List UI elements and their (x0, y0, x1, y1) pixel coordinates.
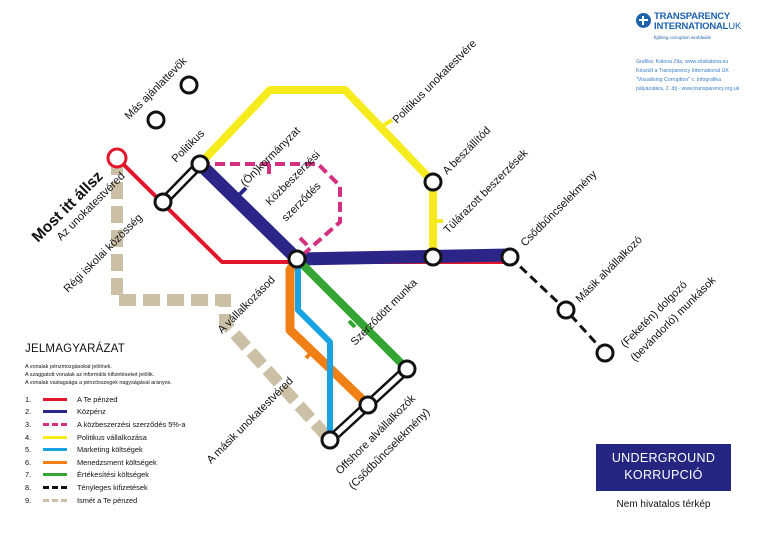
legend-item-number: 4. (25, 432, 32, 442)
legend-item-label: Ismét a Te pénzed (77, 495, 138, 505)
line-politikus-vallalkozasa (197, 86, 437, 257)
legend-item-number: 7. (25, 470, 32, 480)
legend-item: 3. A közbeszerzési szerződés 5%-a (25, 418, 235, 431)
legend-item: 1. A Te pénzed (25, 393, 235, 406)
legend-item-label: A közbeszerzési szerződés 5%-a (77, 419, 186, 429)
station-politikus (190, 154, 210, 174)
legend-item-number: 6. (25, 457, 32, 467)
title-line-1: UNDERGROUND (611, 451, 716, 465)
line-ertekesitesi-koltsegek (296, 258, 410, 372)
credits: Grafika: Katona Zita, www.zitakatona.eu … (636, 58, 754, 94)
legend-item-number: 1. (25, 394, 32, 404)
legend-item-label: Közpénz (77, 407, 106, 417)
legend-item-number: 5. (25, 445, 32, 455)
label-politikus-unokatestvere: Politikus unokatestvére (391, 38, 479, 126)
station-a-masik-unokatestvered (320, 430, 340, 450)
station-a-vallalkozasod (287, 249, 307, 269)
line-marketing-koltsegek (295, 261, 333, 440)
legend-item-label: Menedzsment költségek (77, 457, 157, 467)
station-a-beszallitod (423, 172, 443, 192)
legend-item-number: 8. (25, 482, 32, 492)
title-box: UNDERGROUND KORRUPCIÓ (596, 444, 731, 491)
credits-line: Készült a Transparency International UK (636, 68, 729, 74)
orange-tick-1 (304, 349, 315, 360)
station-mas-ajanlattevok-2 (146, 110, 166, 130)
yellow-tick-1 (379, 118, 394, 129)
logo-suffix: UK (728, 21, 742, 32)
logo-line-2: INTERNATIONAL (654, 21, 729, 32)
legend-swatch (43, 498, 67, 502)
legend-item-label: A Te pénzed (77, 394, 118, 404)
station-masik-alvallalkozo (556, 300, 576, 320)
legend-swatch (43, 485, 67, 489)
line-tenyleges-kifizetesek (508, 255, 607, 355)
legend-item-number: 3. (25, 419, 32, 429)
label-masik-alvallalkozo: Másik alvállalkozó (574, 234, 645, 305)
subtitle: Nem hivatalos térkép (616, 499, 711, 510)
legend-item-number: 9. (25, 495, 32, 505)
credits-line: pályázatára, 2. díj - www.transparency.o… (636, 86, 740, 92)
legend-item-label: Politikus vállalkozása (77, 432, 147, 442)
legend-swatch (43, 460, 67, 464)
legend-item-label: Tényleges kifizetések (77, 482, 148, 492)
station-mas-ajanlattevok-1 (179, 75, 199, 95)
legend-item: 6. Menedzsment költségek (25, 456, 235, 469)
logo-tagline: fighting corruption worldwide (654, 35, 712, 40)
credits-line: "Visualising Corruption" c. infografika (636, 77, 721, 83)
line-kozbeszerzesi-5-szazalek (200, 162, 342, 261)
legend-item-label: Marketing költségek (77, 445, 143, 455)
legend-swatch (43, 435, 67, 439)
navy-tick-1 (235, 186, 248, 199)
legend-item: 8. Tényleges kifizetések (25, 481, 235, 494)
legend-note: A szaggatott vonalak az informális kifiz… (25, 372, 155, 378)
title-line-2: KORRUPCIÓ (624, 468, 703, 482)
legend-item: 5. Marketing költségek (25, 443, 235, 456)
legend-item-number: 2. (25, 407, 32, 417)
globe-icon (636, 13, 651, 28)
legend: JELMAGYARÁZAT A vonalak pénzmozgásokat j… (25, 343, 235, 506)
legend-swatch (43, 473, 67, 477)
station-szerzodott-munka (423, 247, 443, 267)
legend-items: 1. A Te pénzed 2. Közpénz 3. A közbeszerzési … (25, 393, 235, 506)
line-ismet-a-te-penzed (111, 158, 335, 445)
label-szerzodott-munka: Szerződött munka (349, 276, 421, 348)
legend-swatch (43, 448, 67, 452)
label-csodbuncselekmeny: Csődbűncselekmény (519, 168, 600, 249)
legend-item: 4. Politikus vállalkozása (25, 431, 235, 444)
logo-line-1: TRANSPARENCY (654, 11, 731, 22)
legend-item: 7. Értékesítési költségek (25, 469, 235, 482)
legend-note: A vonalak vastagsága a pénzösszegek nagy… (25, 380, 172, 386)
station-regi-iskolai-kozosseg (153, 192, 173, 212)
legend-title: JELMAGYARÁZAT (25, 343, 125, 355)
station-offshore-2 (358, 395, 378, 415)
legend-item-label: Értékesítési költségek (77, 470, 149, 480)
legend-swatch (43, 410, 67, 414)
legend-note: A vonalak pénzmozgásokat jelölnek. (25, 364, 112, 370)
legend-swatch (43, 422, 67, 426)
credits-line: Grafika: Katona Zita, www.zitakatona.eu (636, 59, 729, 65)
magenta-tick-2 (298, 236, 309, 247)
legend-item: 2. Közpénz (25, 406, 235, 419)
station-most-itt-allsz (106, 147, 128, 169)
label-a-beszallitod: A beszállítód (441, 125, 494, 178)
transparency-international-logo: TRANSPARENCY INTERNATIONALUK fighting co… (636, 12, 754, 94)
station-feketen-dolgozo (595, 343, 615, 363)
legend-swatch (43, 397, 67, 401)
legend-item: 9. Ismét a Te pénzed (25, 494, 235, 507)
station-offshore-1 (397, 359, 417, 379)
green-tick-1 (347, 319, 357, 329)
station-csodbuncselekmeny (500, 247, 520, 267)
